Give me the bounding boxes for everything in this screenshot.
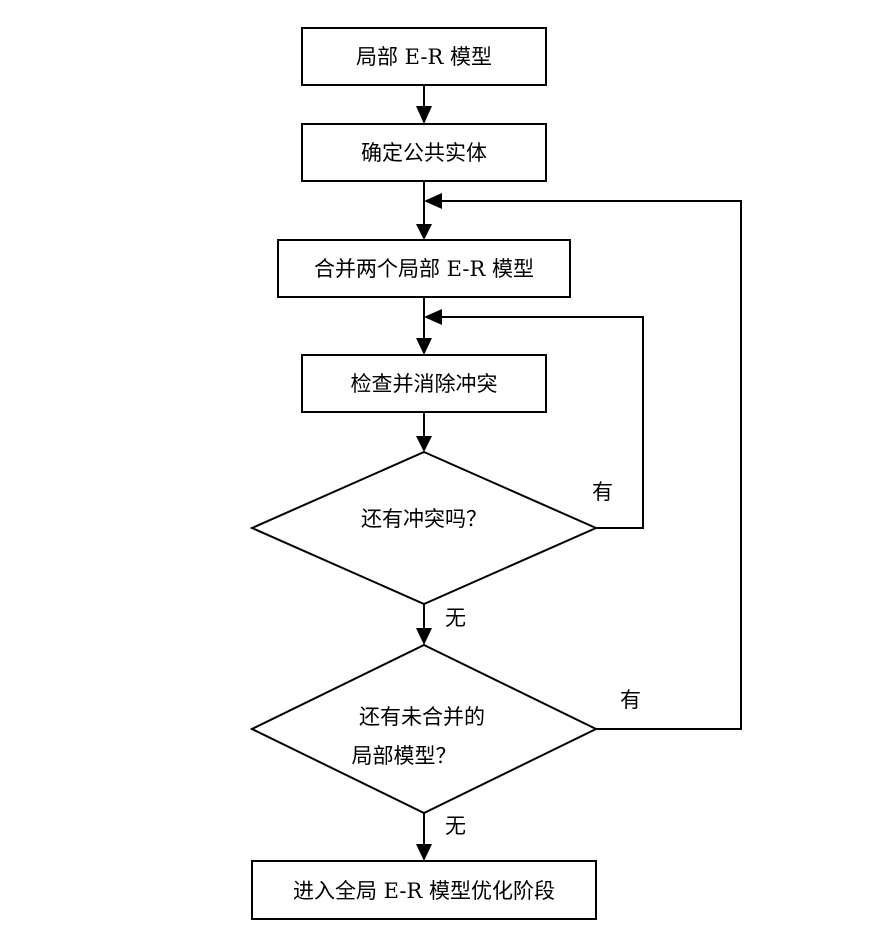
node-merge-two-local-models: 合并两个局部 E-R 模型	[277, 239, 571, 298]
arrowhead	[416, 628, 432, 645]
arrowhead	[416, 844, 432, 861]
node-determine-common-entities-box	[301, 123, 547, 182]
edge-label-unmerged-no: 无	[445, 814, 466, 838]
node-local-er-model-label: 局部 E-R 模型	[356, 45, 492, 69]
edge-label-conflicts-yes: 有	[592, 480, 613, 504]
decision-unmerged-models-shape	[249, 643, 599, 815]
arrowhead	[424, 193, 442, 209]
node-merge-two-local-models-label: 合并两个局部 E-R 模型	[314, 257, 534, 281]
arrow-local-to-common	[416, 85, 432, 124]
decision-still-conflicts: 还有冲突吗？	[249, 450, 599, 606]
arrowhead	[416, 106, 432, 124]
node-enter-global-optimization-label: 进入全局 E-R 模型优化阶段	[293, 879, 555, 903]
arrow-common-to-merge	[416, 181, 432, 240]
edge-label-unmerged-yes: 有	[620, 688, 641, 712]
node-local-er-model: 局部 E-R 模型	[301, 27, 547, 86]
node-determine-common-entities-label: 确定公共实体	[361, 141, 487, 165]
decision-unmerged-models: 还有未合并的 局部模型？	[249, 643, 599, 815]
arrowhead	[424, 309, 442, 325]
node-check-and-eliminate-conflicts: 检查并消除冲突	[301, 354, 547, 413]
node-check-and-eliminate-conflicts-label: 检查并消除冲突	[351, 372, 498, 396]
arrow-conflicts-no: 无	[416, 604, 466, 645]
loop-unmerged-yes: 有	[424, 193, 742, 730]
node-determine-common-entities: 确定公共实体	[301, 123, 547, 182]
node-merge-two-local-models-box	[277, 239, 571, 298]
decision-unmerged-models-label-line1: 还有未合并的	[359, 705, 485, 729]
arrowhead	[416, 224, 432, 240]
arrow-merge-to-check	[416, 297, 432, 355]
node-enter-global-optimization: 进入全局 E-R 模型优化阶段	[251, 860, 597, 920]
loop-conflicts-yes: 有	[424, 309, 644, 529]
arrowhead	[416, 338, 432, 355]
decision-unmerged-models-label-line2: 局部模型？	[352, 744, 457, 768]
edge-label-conflicts-no: 无	[445, 606, 466, 630]
arrowhead	[416, 436, 432, 452]
node-local-er-model-box	[301, 27, 547, 86]
arrow-check-to-decision1	[416, 412, 432, 452]
decision-still-conflicts-label: 还有冲突吗？	[361, 507, 487, 531]
arrow-unmerged-no: 无	[416, 813, 466, 861]
node-enter-global-optimization-box	[251, 860, 597, 920]
